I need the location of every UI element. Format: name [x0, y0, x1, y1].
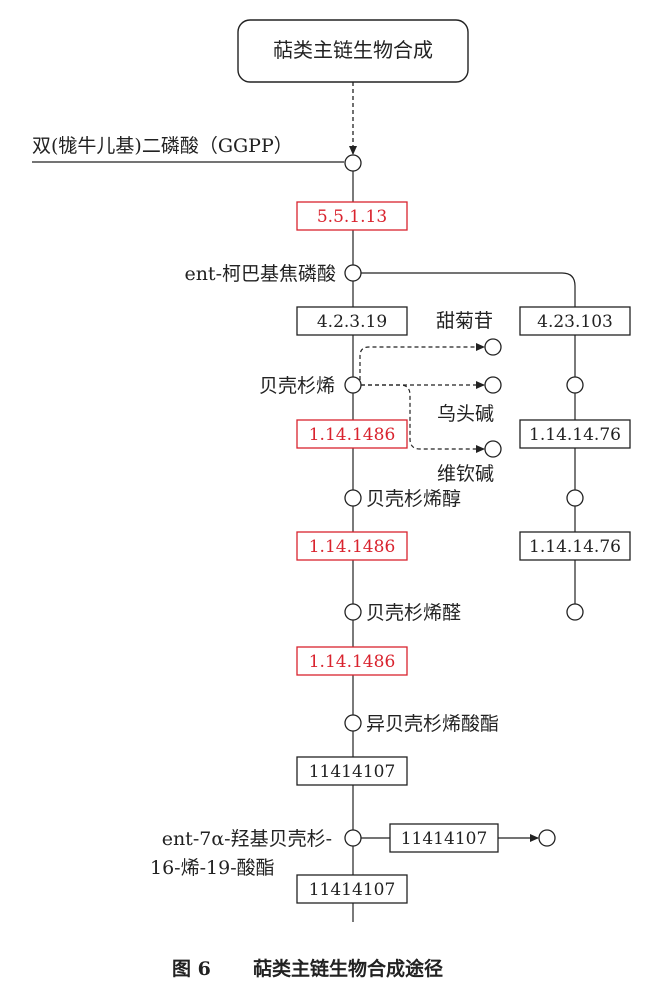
node-taxadienol — [344, 489, 362, 507]
enzyme-e4: 1.14.1486 — [309, 425, 396, 445]
enzyme-e5: 1.14.1486 — [309, 537, 396, 557]
enzyme-box-e9 — [296, 756, 408, 786]
enzyme-e7: 1.14.14.76 — [529, 425, 621, 445]
node-final-label-2: 16-烯-19-酸酯 — [150, 857, 275, 879]
side-branch-node — [538, 829, 556, 847]
enzyme-box-e2 — [296, 306, 408, 336]
enzyme-box-e6 — [296, 646, 408, 676]
node-aconitine-label: 乌头碱 — [437, 403, 494, 425]
enzyme-e1: 5.5.1.13 — [317, 207, 387, 227]
enzyme-e11: 11414107 — [309, 880, 396, 900]
node-ggpp-label: 双(牻牛儿基)二磷酸（GGPP） — [32, 135, 293, 157]
enzyme-e10: 11414107 — [401, 829, 488, 849]
enzyme-box-e7 — [519, 419, 631, 449]
enzyme-box-e4 — [296, 419, 408, 449]
node-aconitine — [484, 376, 502, 394]
node-atisine — [484, 440, 502, 458]
right-node-1 — [566, 376, 584, 394]
right-node-3 — [566, 603, 584, 621]
dashed-branch-atisine — [361, 384, 485, 453]
node-iso-ester — [344, 714, 362, 732]
node-taxadienal — [344, 603, 362, 621]
enzyme-box-e3 — [519, 306, 631, 336]
node-atisine-label: 维钦碱 — [437, 463, 494, 485]
node-taxadiene-label: 贝壳杉烯 — [259, 375, 335, 397]
node-taxadiene — [344, 376, 362, 394]
enzyme-e9: 11414107 — [309, 762, 396, 782]
node-ent-kaurenyl — [344, 264, 362, 282]
node-steviol-glycoside — [484, 338, 502, 356]
top-box-label: 萜类主链生物合成 — [273, 38, 433, 62]
enzyme-box-e5 — [296, 531, 408, 561]
node-taxadienol-label: 贝壳杉烯醇 — [366, 488, 461, 510]
enzyme-e6: 1.14.1486 — [309, 652, 396, 672]
node-final-label-1: ent-7α-羟基贝壳杉- — [162, 828, 332, 850]
node-iso-ester-label: 异贝壳杉烯酸酯 — [366, 713, 499, 735]
node-taxadienal-label: 贝壳杉烯醛 — [366, 602, 461, 624]
caption-label: 图 6 — [172, 958, 211, 980]
dashed-branch-steviol — [359, 343, 485, 380]
enzyme-box-e8 — [519, 531, 631, 561]
enzyme-box-e1 — [296, 201, 408, 231]
node-steviol-glycoside-label: 甜菊苷 — [436, 310, 493, 332]
node-ggpp — [344, 154, 362, 172]
enzyme-e3: 4.23.103 — [537, 312, 613, 332]
node-final — [344, 829, 362, 847]
node-ent-kaurenyl-label: ent-柯巴基焦磷酸 — [184, 263, 336, 285]
caption-title: 萜类主链生物合成途径 — [253, 957, 443, 980]
enzyme-e2: 4.2.3.19 — [317, 312, 387, 332]
enzyme-e8: 1.14.14.76 — [529, 537, 621, 557]
enzyme-box-e11 — [296, 874, 408, 904]
right-branch-line — [361, 272, 576, 377]
right-node-2 — [566, 489, 584, 507]
